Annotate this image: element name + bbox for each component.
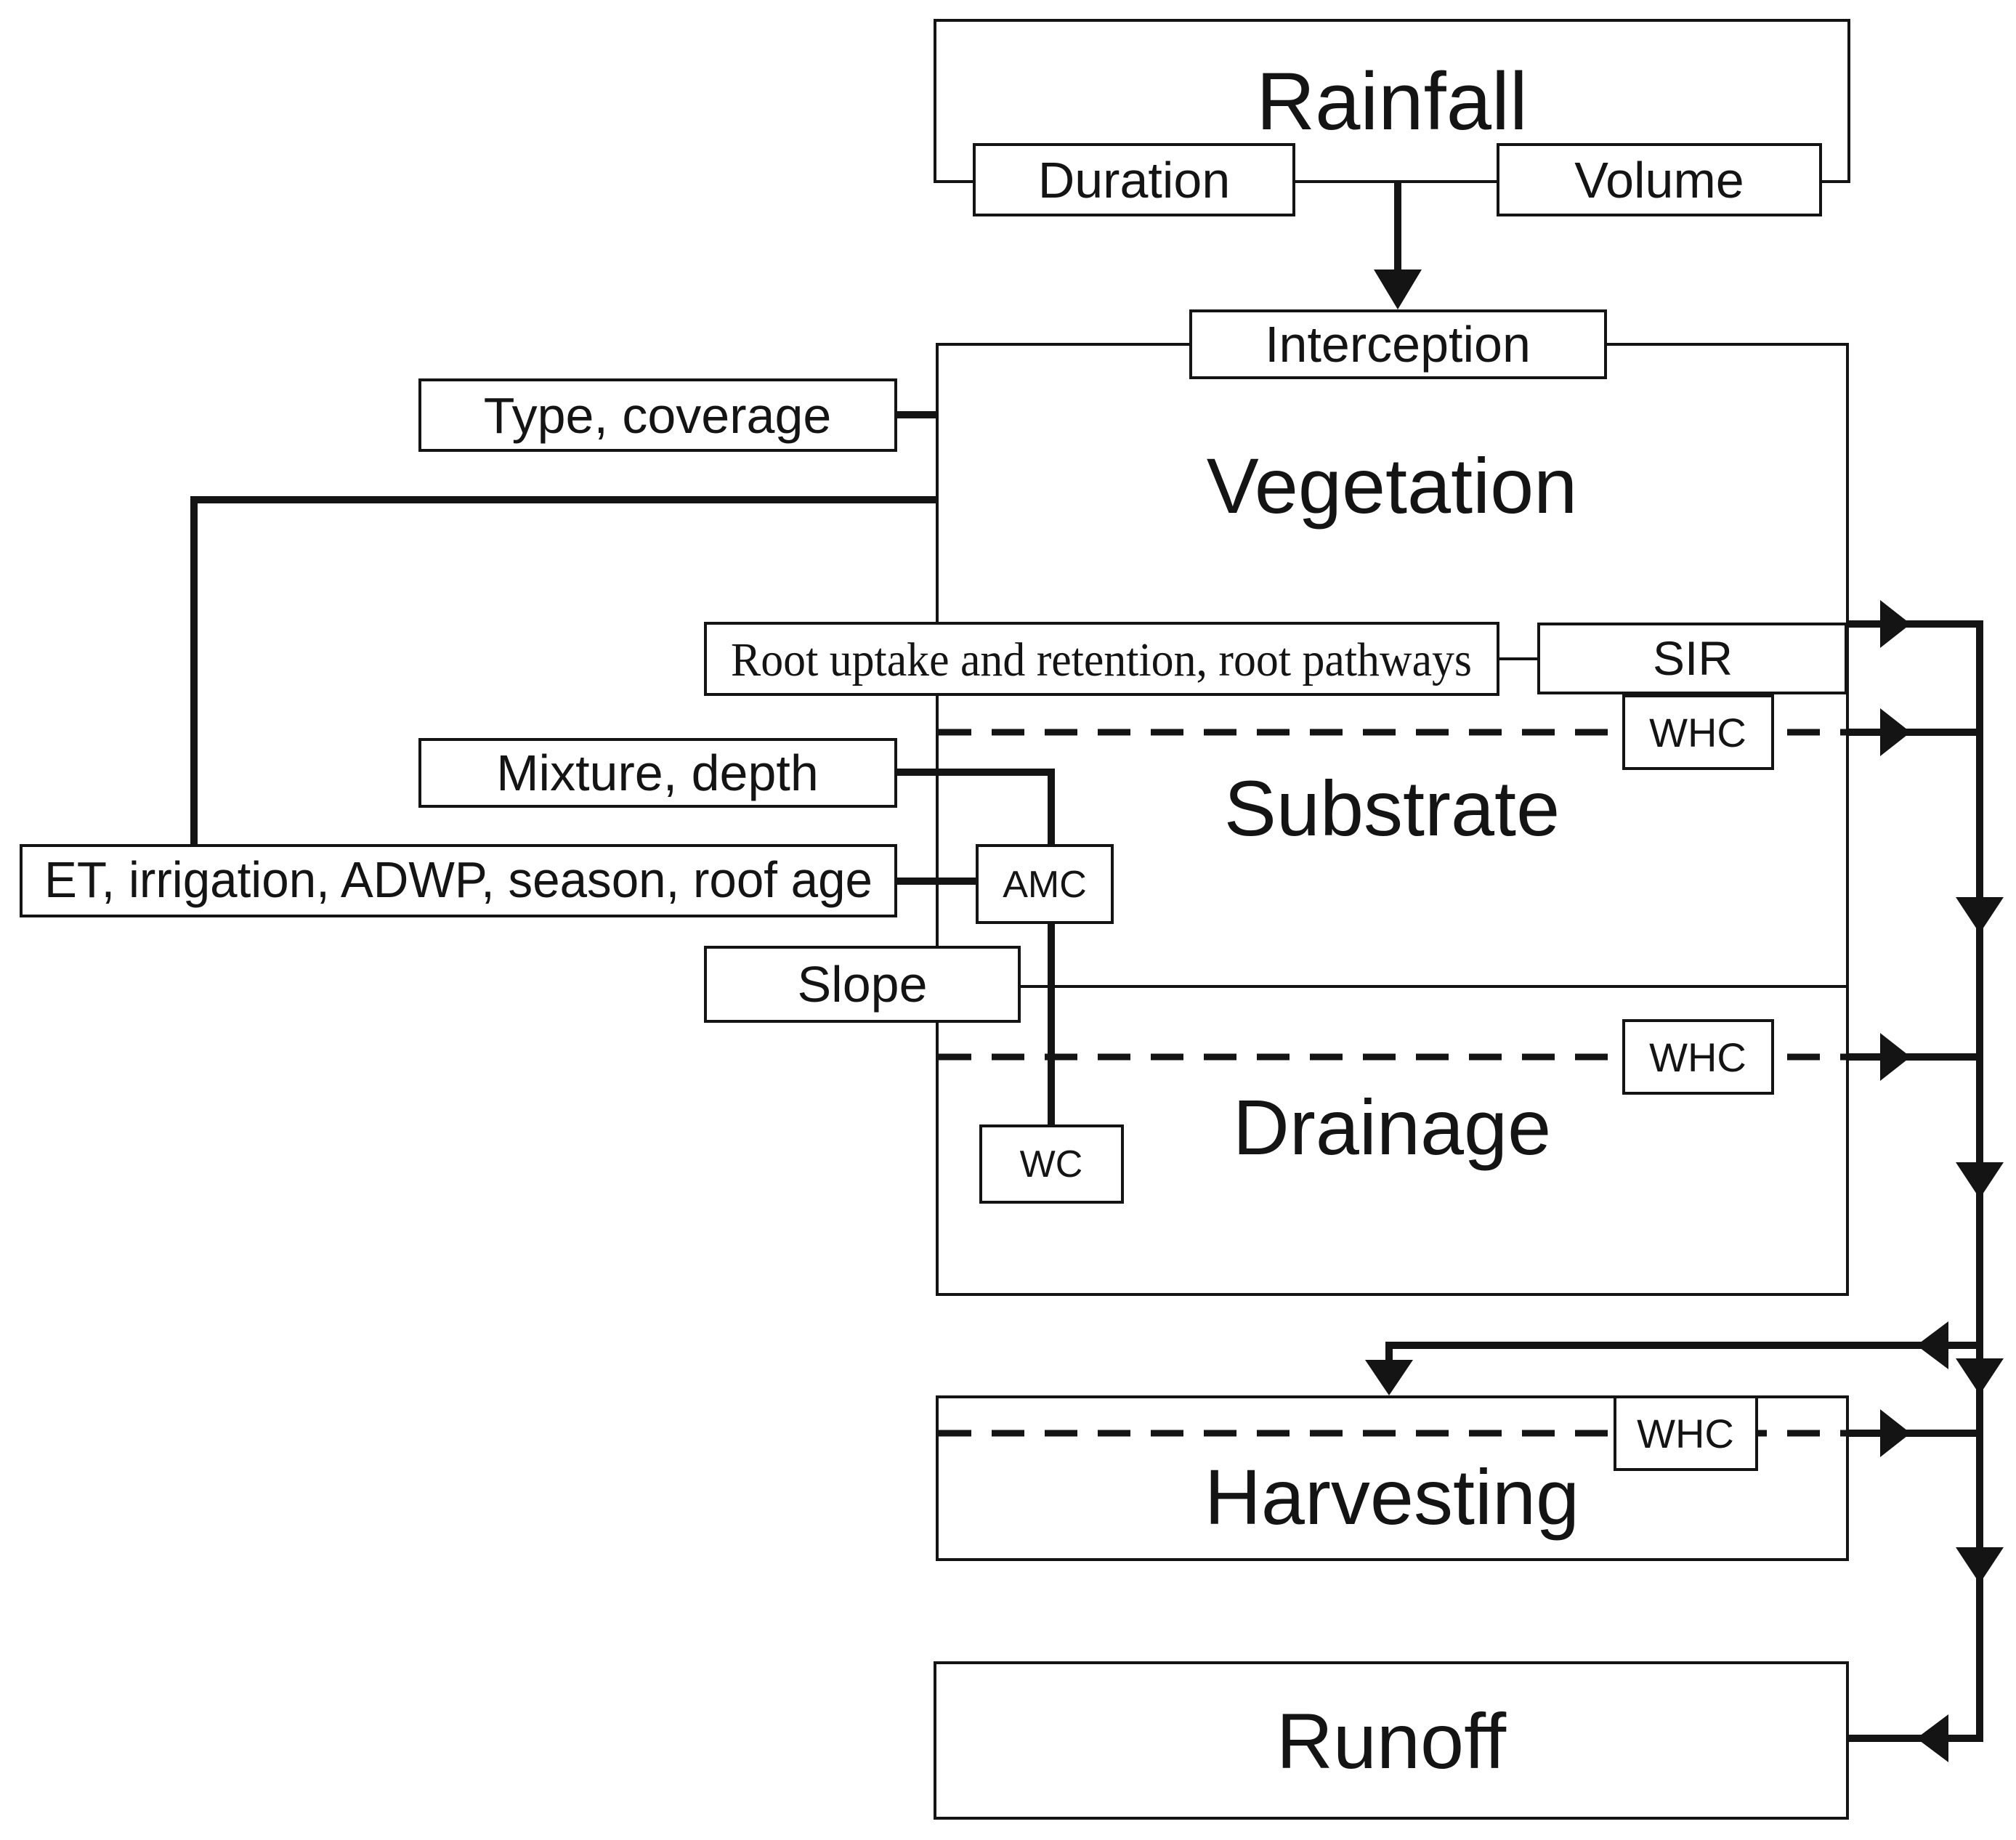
whc-harvesting-box [1614,1395,1758,1471]
duration-label: Duration [1038,152,1231,208]
down-flow-arrowhead-3-icon [1956,1358,2004,1395]
volume-label: Volume [1574,152,1744,208]
whc-substrate-label: WHC [1649,710,1746,755]
wc-label: WC [1020,1143,1083,1186]
harvesting-entry-arrowhead-icon [1365,1360,1413,1395]
mixture-depth-box [418,738,897,808]
runoff-box [934,1661,1849,1820]
rainfall-label: Rainfall [1256,56,1528,147]
down-flow-arrowhead-4-icon [1956,1547,2004,1584]
harvesting-label: Harvesting [1205,1453,1579,1541]
sir-box [1537,623,1847,694]
amc-box [976,844,1114,924]
whc-harvesting-label: WHC [1637,1411,1734,1456]
amc-label: AMC [1003,864,1087,906]
sir-label: SIR [1653,631,1733,685]
root-pathways-label: Root uptake and retention, root pathways [731,633,1472,686]
down-flow-arrowhead-1-icon [1956,897,2004,933]
vegetation-label: Vegetation [1207,442,1577,530]
mixture-to-amc-connector-line [896,769,1055,846]
type-coverage-box [418,378,897,452]
interception-box [1189,309,1607,379]
down-flow-arrowhead-2-icon [1956,1162,2004,1199]
type-coverage-label: Type, coverage [484,387,832,444]
substrate-label: Substrate [1224,764,1560,852]
interception-arrowhead-icon [1374,269,1422,309]
whc-drainage-box [1622,1019,1774,1095]
drainage-label: Drainage [1233,1083,1551,1171]
root-pathways-box [704,622,1499,696]
sir-overflow-arrowhead-icon [1880,600,1911,648]
runoff-label: Runoff [1276,1697,1507,1785]
slope-box [704,946,1021,1023]
et-irrigation-label: ET, irrigation, ADWP, season, roof age [44,851,873,908]
vegetation-to-et-connector-line [190,496,939,846]
volume-box [1497,143,1822,216]
mixture-depth-label: Mixture, depth [496,745,819,801]
whc-harvesting-arrowhead-icon [1880,1409,1911,1457]
wc-box [979,1124,1124,1204]
slope-label: Slope [797,956,927,1013]
et-irrigation-box [20,844,897,917]
whc-drainage-arrowhead-icon [1880,1033,1911,1081]
whc-drainage-label: WHC [1649,1034,1746,1080]
harvesting-branch-left-arrowhead-icon [1916,1321,1948,1369]
overflow-main-route-line [1846,620,1983,1742]
duration-box [973,143,1295,216]
whc-substrate-box [1622,694,1774,770]
runoff-entry-arrowhead-icon [1916,1714,1948,1762]
interception-label: Interception [1265,316,1531,373]
whc-substrate-arrowhead-icon [1880,708,1911,756]
route-to-harvesting-line [1385,1342,1980,1364]
